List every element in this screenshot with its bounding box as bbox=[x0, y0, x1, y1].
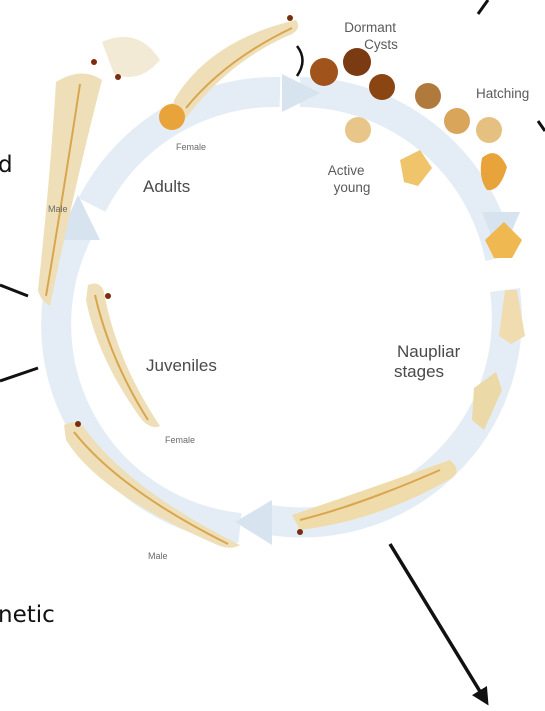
naupliar-stages-line-1: Naupliar bbox=[397, 342, 461, 361]
dormant-cysts-label: Dormant Cysts bbox=[344, 20, 400, 52]
cropped-text-left-top: d bbox=[0, 152, 13, 178]
cyst-icon bbox=[345, 117, 371, 143]
adult-male-label: Male bbox=[48, 204, 68, 214]
cyst-icon bbox=[415, 83, 441, 109]
cyst-icon bbox=[444, 108, 470, 134]
naupliar-stages-line-2: stages bbox=[394, 362, 444, 381]
annotation-arrow-icon bbox=[390, 544, 484, 698]
annotation-line-right bbox=[538, 121, 545, 131]
juveniles-label: Juveniles bbox=[146, 356, 217, 375]
active-young-line-2: young bbox=[334, 180, 371, 195]
active-young-label: Active young bbox=[328, 163, 371, 195]
cyst-icon bbox=[343, 48, 371, 76]
juvenile-male-label: Male bbox=[148, 551, 168, 561]
hatching-label: Hatching bbox=[476, 86, 529, 101]
cropped-text-left-bottom: netic bbox=[0, 602, 55, 628]
annotation-line-left-lower bbox=[0, 368, 38, 381]
juvenile-female-label: Female bbox=[165, 435, 195, 445]
cyst-icon bbox=[369, 74, 395, 100]
cyst-icon bbox=[476, 117, 502, 143]
naupliar-stages-label: Naupliar stages bbox=[394, 342, 465, 381]
annotation-line-left-upper bbox=[0, 285, 28, 296]
dormant-cysts-line-2: Cysts bbox=[364, 37, 398, 52]
egg-sac-icon bbox=[159, 104, 185, 130]
adults-label: Adults bbox=[143, 177, 190, 196]
cyst-bracket bbox=[297, 46, 303, 76]
cyst-icon bbox=[310, 58, 338, 86]
dormant-cysts-line-1: Dormant bbox=[344, 20, 396, 35]
hatching-embryo-icon bbox=[481, 153, 507, 190]
active-young-line-1: Active bbox=[328, 163, 365, 178]
adult-female-label: Female bbox=[176, 142, 206, 152]
annotation-line-top-right bbox=[478, 0, 488, 14]
